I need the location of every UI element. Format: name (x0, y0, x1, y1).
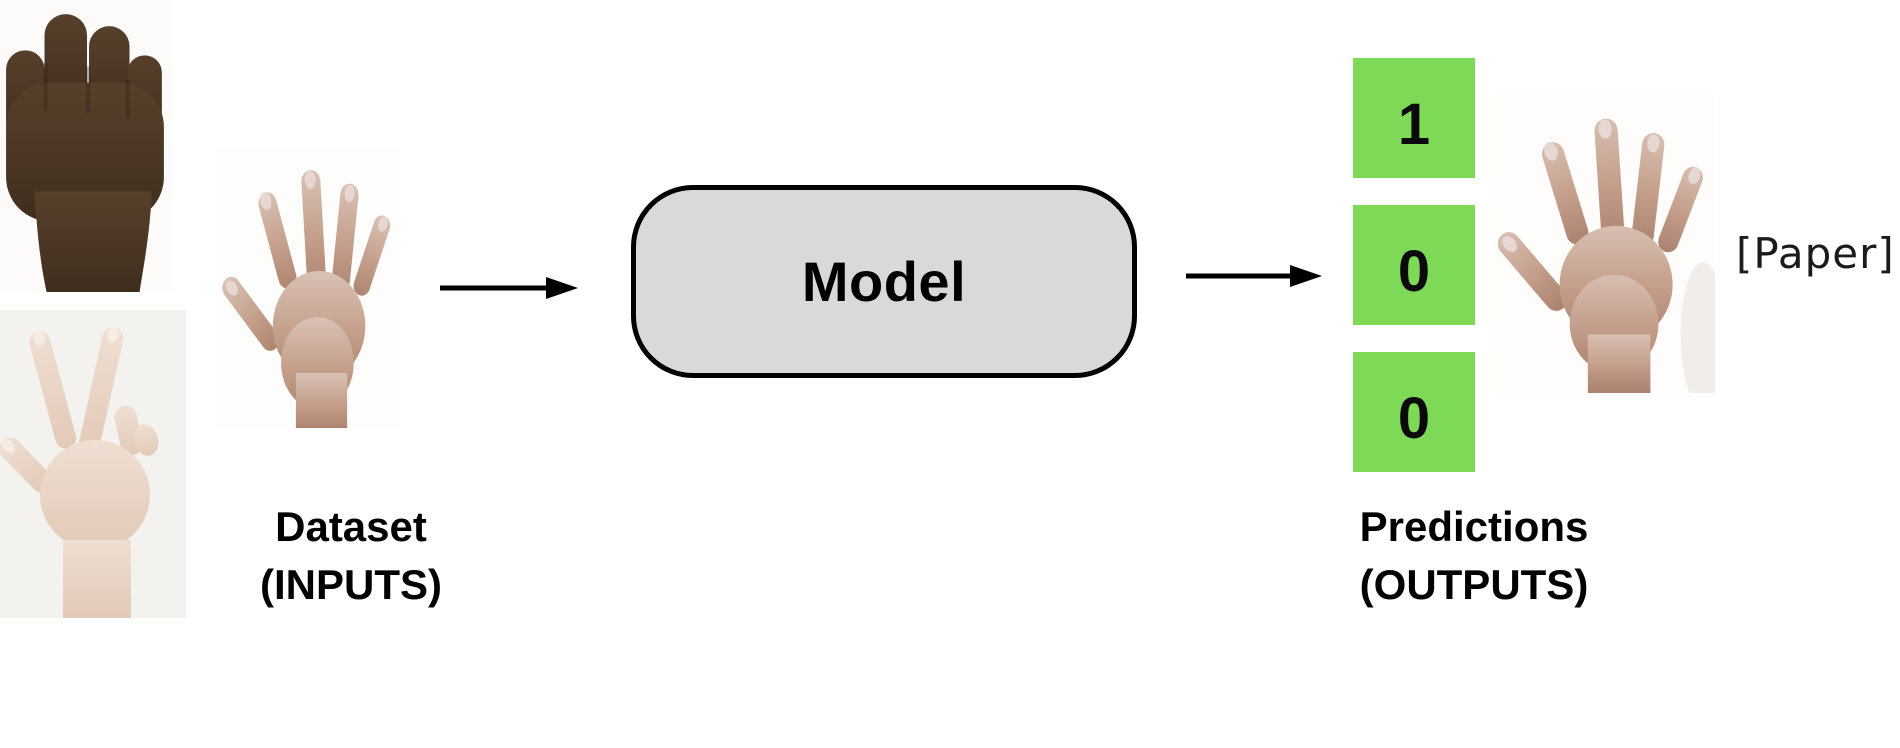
prediction-value-3: 0 (1397, 386, 1431, 451)
v-sign-hand-icon (0, 327, 159, 618)
arrow-right-icon (1186, 265, 1322, 287)
open-hand-icon (1497, 118, 1715, 393)
prediction-box-3: 0 (1353, 352, 1475, 472)
prediction-box-2: 0 (1353, 205, 1475, 325)
open-hand-input-image (220, 148, 400, 428)
prediction-value-2: 0 (1397, 239, 1431, 304)
dataset-caption-line1: Dataset (275, 503, 427, 550)
prediction-box-1: 1 (1353, 58, 1475, 178)
predictions-caption-line2: (OUTPUTS) (1359, 561, 1589, 608)
predictions-caption-line1: Predictions (1359, 503, 1589, 550)
model-node: Model (631, 185, 1137, 378)
v-sign-hand-image (0, 310, 186, 618)
open-hand-icon (222, 170, 391, 428)
fist-hand-icon (6, 14, 164, 292)
arrow-right-icon (440, 277, 578, 299)
dataset-caption: Dataset (INPUTS) (260, 498, 442, 614)
dataset-caption-line2: (INPUTS) (260, 561, 442, 608)
predictions-caption: Predictions (OUTPUTS) (1360, 498, 1589, 614)
prediction-value-1: 1 (1397, 92, 1431, 157)
fist-hand-image (0, 0, 172, 292)
paper-link[interactable]: [Paper] (1736, 229, 1895, 278)
model-label: Model (801, 250, 967, 313)
open-hand-output-image (1495, 95, 1715, 393)
